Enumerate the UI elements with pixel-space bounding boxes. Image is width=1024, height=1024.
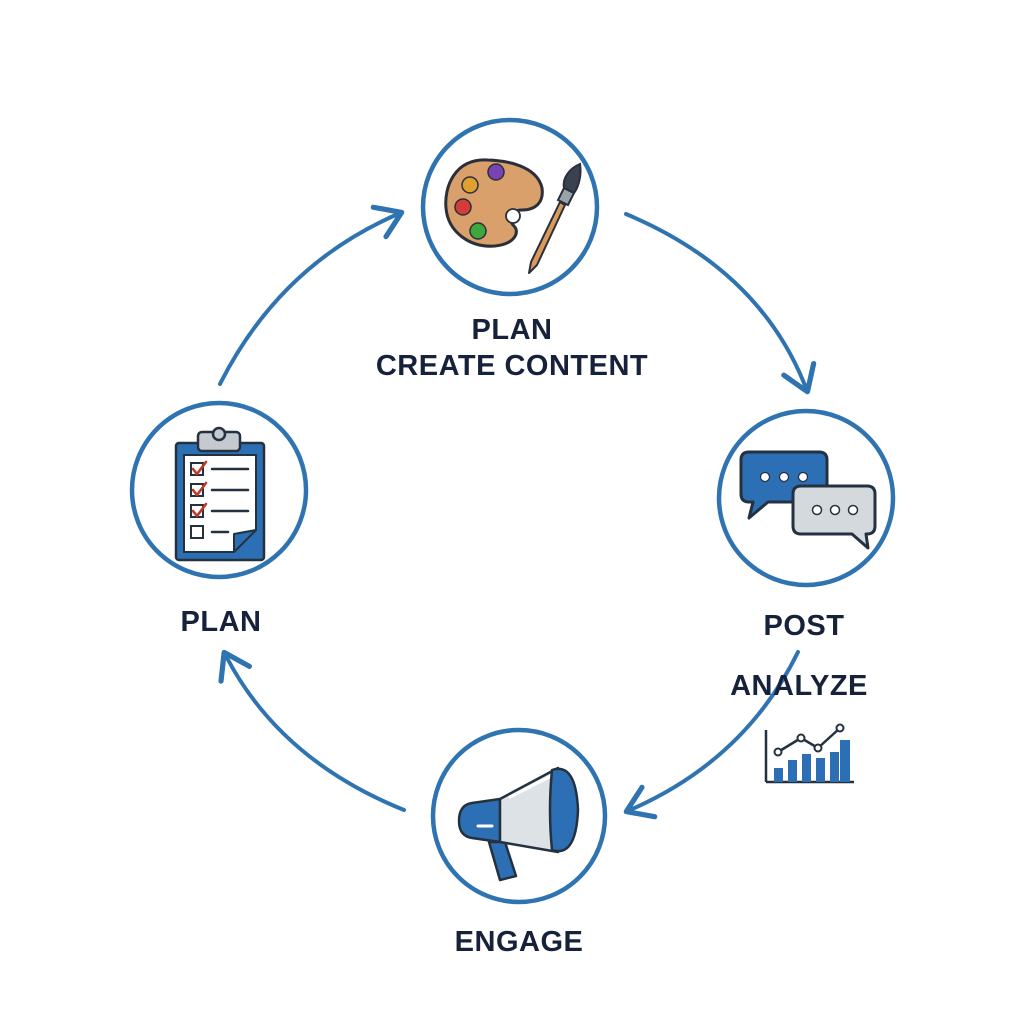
node-label-right-secondary: ANALYZE (730, 670, 868, 702)
chat-bubbles-icon (739, 450, 877, 550)
megaphone-icon (457, 766, 580, 882)
arrow-bottom-to-left (218, 649, 406, 812)
arrow-top-to-right (624, 212, 817, 395)
node-label-top: PLAN CREATE CONTENT (376, 312, 648, 385)
arrow-left-to-top (218, 204, 405, 386)
node-label-bottom: ENGAGE (454, 926, 584, 958)
node-label-top-line2: CREATE CONTENT (375, 350, 649, 383)
bar-line-chart-icon (764, 723, 854, 784)
node-label-left: PLAN (180, 606, 262, 638)
clipboard-checklist-icon (174, 426, 266, 562)
palette-paintbrush-icon (444, 158, 582, 274)
node-label-top-line1: PLAN (471, 314, 553, 346)
arrow-right-to-bottom (623, 650, 800, 820)
node-label-right: POST (763, 610, 845, 642)
